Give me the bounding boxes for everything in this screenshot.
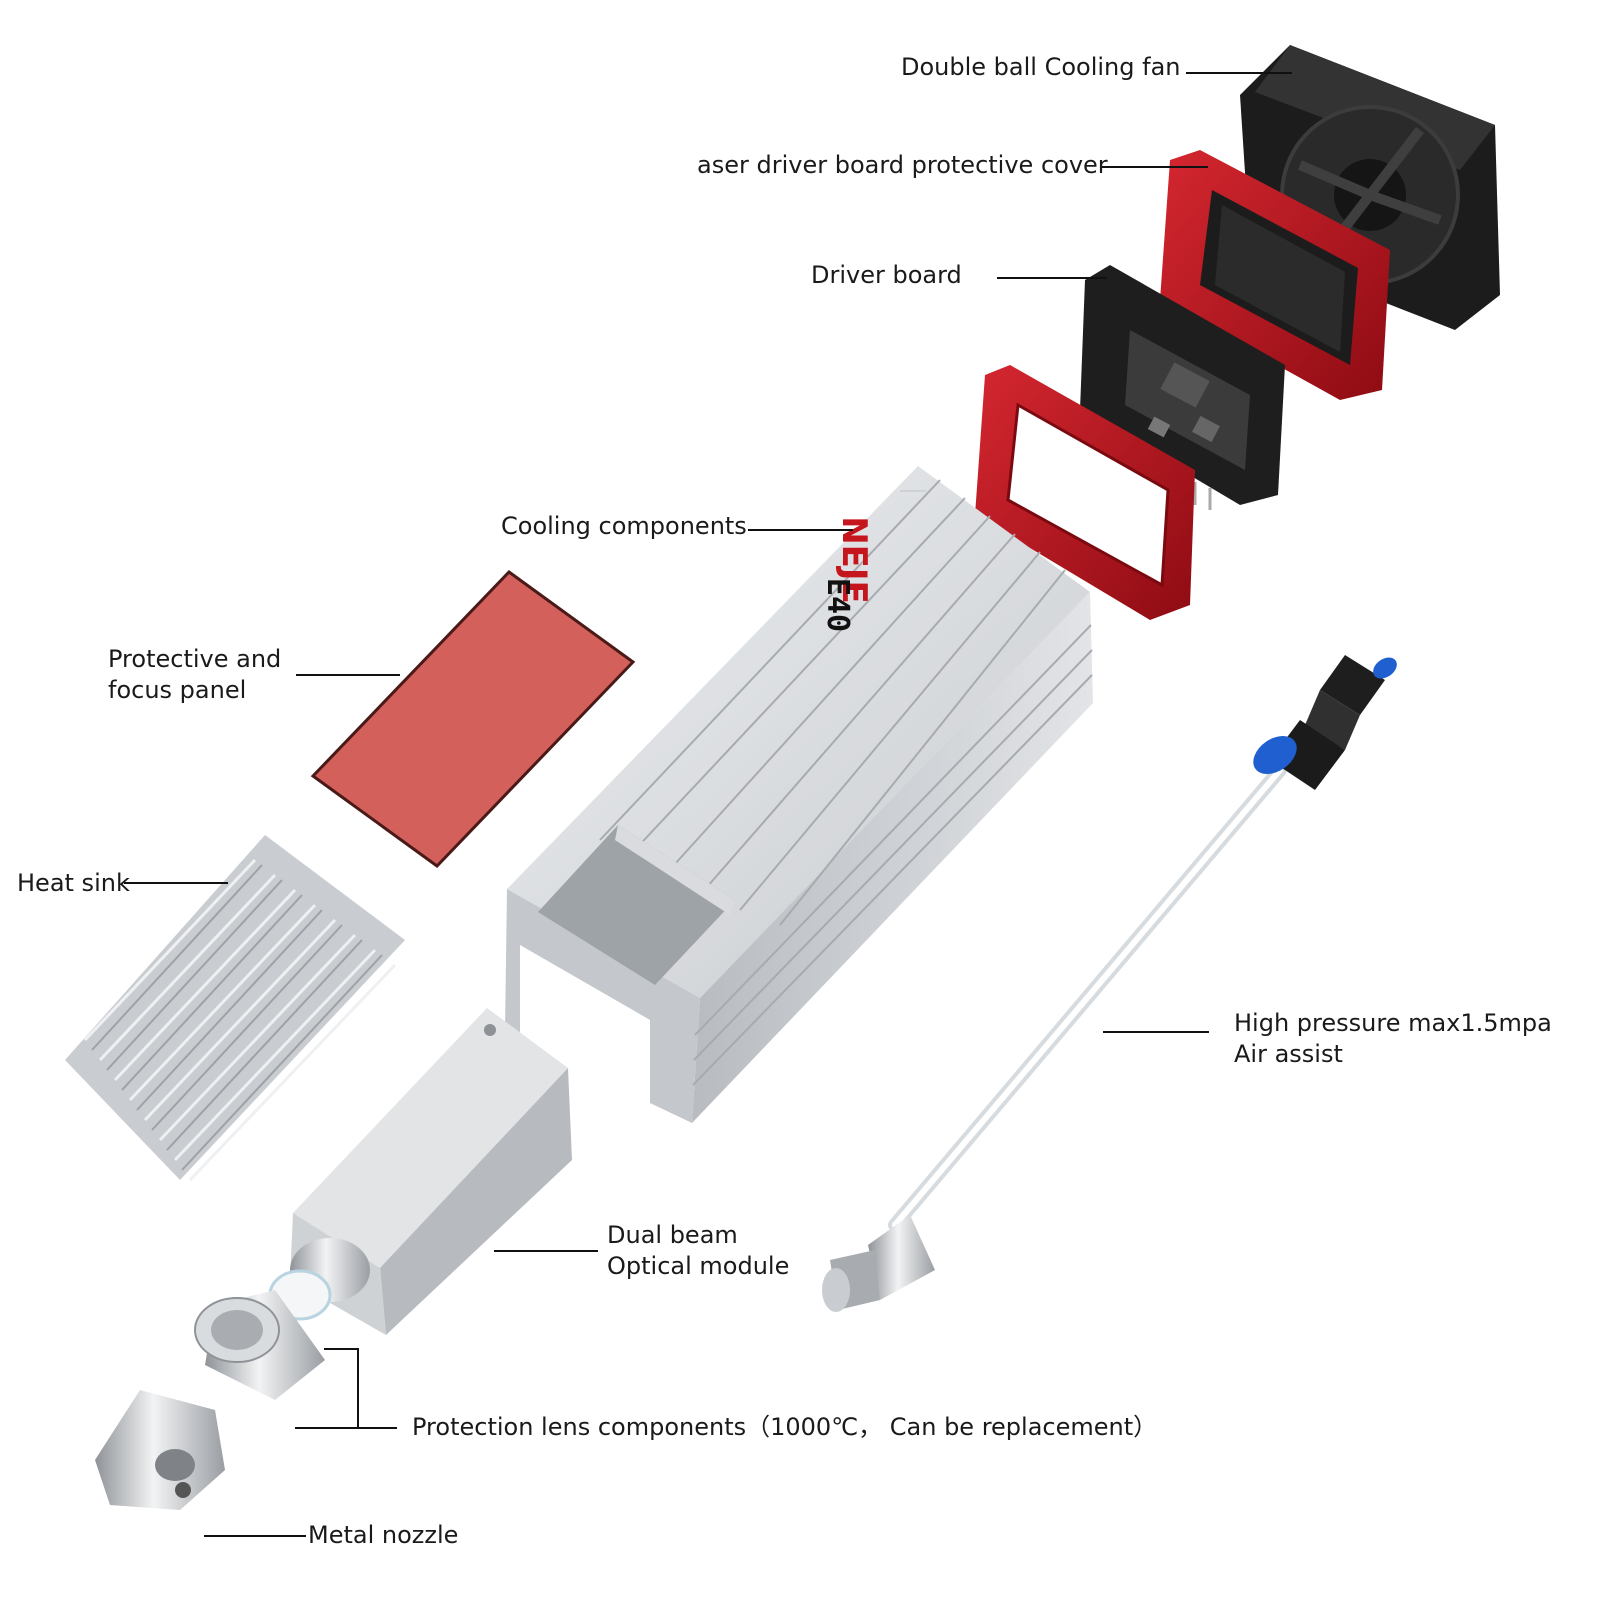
label-lens-components: Protection lens components（1000℃， Can be…	[412, 1412, 1157, 1443]
lens-components	[194, 1238, 370, 1400]
label-focus-panel-line2: focus panel	[108, 676, 247, 704]
label-cooling-components-text: Cooling components	[501, 512, 747, 540]
driver-cover-frame-rear	[1160, 150, 1390, 400]
label-driver-cover: aser driver board protective cover	[697, 150, 1108, 181]
label-air-assist-line1: High pressure max1.5mpa	[1234, 1009, 1552, 1037]
cooling-housing	[505, 466, 1093, 1123]
focus-panel	[310, 570, 636, 868]
label-metal-nozzle-text: Metal nozzle	[308, 1521, 459, 1549]
label-optical-module-line1: Dual beam	[607, 1221, 738, 1249]
leader-lines	[124, 72, 1292, 1537]
push-fitting	[1253, 655, 1397, 790]
nozzle-fitting	[822, 1215, 935, 1312]
metal-nozzle	[95, 1390, 225, 1510]
label-metal-nozzle: Metal nozzle	[308, 1520, 458, 1551]
label-heat-sink: Heat sink	[17, 868, 130, 899]
label-heat-sink-text: Heat sink	[17, 869, 130, 897]
label-air-assist: High pressure max1.5mpa Air assist	[1234, 1008, 1552, 1070]
label-air-assist-line2: Air assist	[1234, 1040, 1343, 1068]
label-cooling-fan-text: Double ball Cooling fan	[901, 53, 1181, 81]
label-focus-panel: Protective and focus panel	[108, 644, 281, 706]
brand-model-text: E40	[820, 578, 855, 632]
label-optical-module: Dual beam Optical module	[607, 1220, 789, 1282]
label-cooling-fan: Double ball Cooling fan	[901, 52, 1180, 83]
label-optical-module-line2: Optical module	[607, 1252, 790, 1280]
label-driver-board-text: Driver board	[811, 261, 962, 289]
label-lens-components-text: Protection lens components（1000℃， Can be…	[412, 1413, 1158, 1441]
label-driver-cover-text: aser driver board protective cover	[697, 151, 1108, 179]
label-driver-board: Driver board	[811, 260, 962, 291]
label-cooling-components: Cooling components	[501, 511, 747, 542]
driver-cover-frame-front	[975, 365, 1195, 620]
brand-logo: NEJE E40	[820, 516, 874, 632]
label-focus-panel-line1: Protective and	[108, 645, 282, 673]
air-assist	[822, 655, 1397, 1312]
heat-sink	[65, 835, 405, 1182]
